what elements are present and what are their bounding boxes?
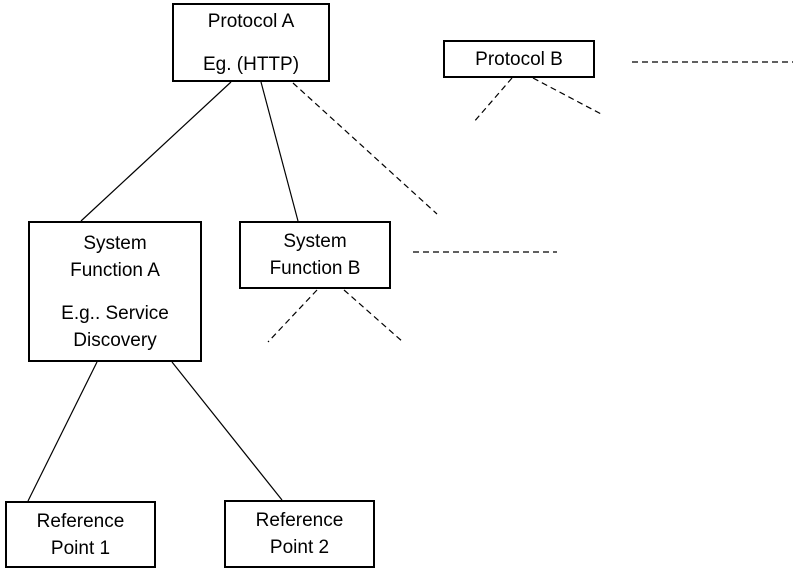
dashed-line-system-function-b-right: [343, 289, 404, 343]
node-reference-point-2-line-1: Reference: [255, 510, 344, 531]
dashed-line-protocol-b-right: [532, 77, 604, 116]
node-protocol-a-title: Protocol A: [207, 10, 295, 32]
line-system-function-a-to-reference-point-1: [27, 361, 98, 502]
node-system-function-b-title-line-1: System: [283, 231, 347, 252]
dashed-line-protocol-b-left: [472, 77, 513, 124]
node-reference-point-2: Reference Point 2: [224, 500, 375, 568]
node-reference-point-1: Reference Point 1: [5, 501, 156, 568]
node-reference-point-1-line-1: Reference: [36, 510, 125, 532]
line-protocol-a-to-system-function-b: [260, 81, 299, 222]
node-protocol-a: Protocol A Eg. (HTTP): [172, 3, 330, 82]
node-protocol-b: Protocol B: [443, 40, 595, 78]
line-system-function-a-to-reference-point-2: [171, 361, 283, 501]
dashed-line-system-function-b-left: [267, 289, 318, 343]
node-system-function-a-title-line-2: Function A: [70, 259, 160, 281]
node-protocol-a-example: Eg. (HTTP): [202, 53, 300, 75]
node-system-function-b: System Function B: [239, 221, 391, 289]
node-system-function-a: System Function A E.g.. Service Discover…: [28, 221, 202, 362]
node-system-function-a-example-line-1: E.g.. Service: [61, 302, 169, 324]
node-system-function-b-title-line-2: Function B: [269, 258, 361, 279]
line-protocol-a-to-system-function-a: [80, 81, 232, 222]
node-reference-point-2-line-2: Point 2: [269, 537, 330, 558]
dashed-line-protocol-a-diagonal: [292, 82, 438, 215]
node-system-function-a-title-line-1: System: [83, 232, 147, 254]
node-system-function-a-example-line-2: Discovery: [73, 329, 157, 351]
node-reference-point-1-line-2: Point 1: [50, 537, 111, 559]
node-protocol-b-title: Protocol B: [475, 48, 563, 70]
